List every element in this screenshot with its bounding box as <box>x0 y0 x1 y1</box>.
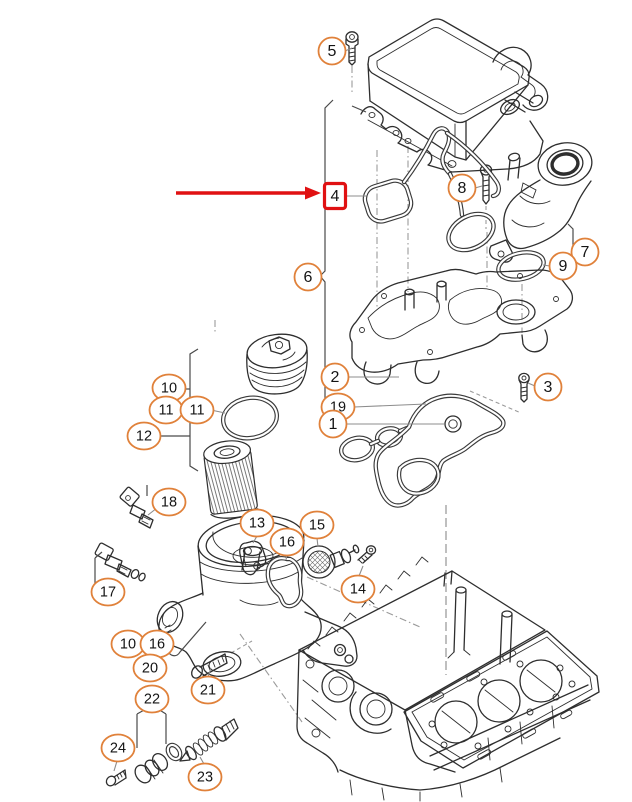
callout-11a[interactable]: 11 <box>148 395 184 425</box>
callout-12-number: 12 <box>136 429 152 445</box>
callout-5-number: 5 <box>328 43 337 60</box>
callout-18[interactable]: 18 <box>151 487 187 517</box>
callout-15-number: 15 <box>309 518 325 534</box>
callout-22[interactable]: 22 <box>134 684 170 714</box>
seal-4-gasket <box>362 126 502 253</box>
o-ring-11 <box>220 395 280 441</box>
gasket-9 <box>496 250 546 282</box>
callout-13[interactable]: 13 <box>239 508 275 538</box>
callout-11a-number: 11 <box>158 403 173 419</box>
callout-24[interactable]: 24 <box>100 733 136 763</box>
callout-13-number: 13 <box>249 516 265 532</box>
gasket-13 <box>239 540 267 576</box>
callout-17-number: 17 <box>100 585 116 601</box>
callout-1[interactable]: 1 <box>318 409 348 439</box>
callout-21-number: 21 <box>200 683 216 699</box>
bolt-14 <box>357 545 377 564</box>
gasket-16 <box>265 556 304 609</box>
cooler-bracket-2 <box>349 268 574 385</box>
seal-1 <box>444 415 462 433</box>
callout-15[interactable]: 15 <box>299 510 335 540</box>
callout-5[interactable]: 5 <box>317 36 347 66</box>
sensor-18 <box>119 486 154 529</box>
callout-4-number: 4 <box>331 188 340 205</box>
filter-element <box>203 440 259 519</box>
callout-7[interactable]: 7 <box>570 237 600 267</box>
sensor-17 <box>94 542 146 582</box>
callout-3-number: 3 <box>544 379 553 396</box>
callout-10b-number: 10 <box>120 637 136 653</box>
highlight-layer: 4 <box>176 181 348 211</box>
valve-22 <box>134 742 183 784</box>
callout-24-number: 24 <box>110 741 126 757</box>
callout-9-number: 9 <box>559 258 568 275</box>
callout-20-number: 20 <box>142 661 158 677</box>
callout-10a-number: 10 <box>161 381 177 397</box>
bolt-3 <box>518 372 530 403</box>
gasket-19 <box>338 393 506 508</box>
callout-23-number: 23 <box>197 770 213 786</box>
callout-23[interactable]: 23 <box>187 762 223 792</box>
callout-2[interactable]: 2 <box>320 362 350 392</box>
callout-10a[interactable]: 10 <box>151 373 187 403</box>
callout-16b-number: 16 <box>149 637 165 653</box>
callout-8-number: 8 <box>458 180 467 197</box>
oil-cooler <box>360 18 549 173</box>
engine-block <box>296 556 600 802</box>
callout-2-number: 2 <box>331 369 340 386</box>
callout-8[interactable]: 8 <box>447 173 477 203</box>
callout-17[interactable]: 17 <box>90 577 126 607</box>
callout-6[interactable]: 6 <box>293 262 323 292</box>
callout-11b-number: 11 <box>189 403 204 419</box>
construction-lines <box>214 66 523 723</box>
valve-23 <box>179 718 239 762</box>
callout-7-number: 7 <box>581 244 590 261</box>
callout-14-number: 14 <box>350 582 366 598</box>
callout-10b[interactable]: 10 <box>110 629 146 659</box>
callout-21[interactable]: 21 <box>190 675 226 705</box>
callout-3[interactable]: 3 <box>533 372 563 402</box>
callout-20[interactable]: 20 <box>132 653 168 683</box>
bolt-21 <box>191 653 228 679</box>
callout-18-number: 18 <box>161 495 177 511</box>
callout-9[interactable]: 9 <box>548 251 578 281</box>
bolt-24 <box>105 769 127 787</box>
callout-16a-number: 16 <box>279 535 295 551</box>
callout-16a[interactable]: 16 <box>269 527 305 557</box>
callout-12[interactable]: 12 <box>126 421 162 451</box>
callout-22-number: 22 <box>144 692 160 708</box>
filter-cap <box>246 333 308 395</box>
callout-6-number: 6 <box>304 269 313 286</box>
callout-4-highlight[interactable]: 4 <box>322 181 348 211</box>
highlight-arrow-head <box>305 186 321 200</box>
thermostat-15 <box>302 544 360 579</box>
callout-1-number: 1 <box>329 416 338 433</box>
callout-14[interactable]: 14 <box>340 574 376 604</box>
callout-11b[interactable]: 11 <box>179 395 215 425</box>
callout-16b[interactable]: 16 <box>139 629 175 659</box>
